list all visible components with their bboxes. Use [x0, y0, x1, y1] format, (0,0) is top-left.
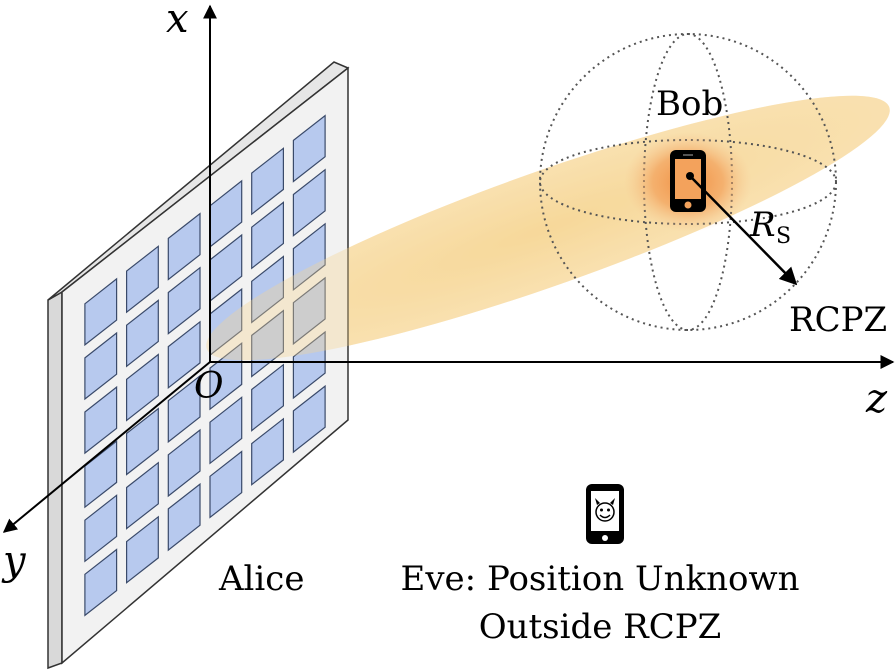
antenna-element — [209, 341, 243, 411]
bob-center-dot — [686, 172, 694, 180]
antenna-element — [167, 428, 201, 498]
antenna-element — [167, 374, 201, 444]
antenna-element — [125, 461, 159, 530]
antenna-element — [125, 299, 159, 368]
bob-label: Bob — [656, 84, 723, 124]
antenna-element — [292, 168, 326, 237]
antenna-element — [251, 147, 284, 216]
antenna-element — [251, 363, 284, 432]
antenna-element — [167, 212, 201, 281]
alice-label: Alice — [218, 559, 304, 599]
antenna-element — [167, 320, 201, 390]
panel-edge — [47, 290, 63, 670]
antenna-element — [125, 353, 159, 422]
antenna-element — [292, 384, 326, 454]
antenna-element — [84, 331, 118, 401]
antenna-element — [251, 417, 284, 486]
antenna-element — [167, 266, 201, 335]
y-axis-label: y — [1, 538, 27, 584]
antenna-element — [251, 201, 284, 270]
eve-label-line2: Outside RCPZ — [479, 607, 722, 647]
antenna-element — [125, 245, 159, 314]
antenna-element — [84, 548, 118, 617]
smartphone-devil-icon — [586, 484, 624, 544]
antenna-element — [292, 330, 326, 400]
antenna-element — [84, 494, 118, 563]
z-axis-label: z — [865, 376, 888, 422]
antenna-element — [125, 515, 159, 584]
antenna-element — [292, 222, 326, 292]
svg-text:S: S — [776, 224, 791, 249]
svg-text:R: R — [749, 205, 776, 245]
antenna-element — [84, 385, 118, 455]
antenna-element — [292, 114, 326, 183]
x-axis-label: x — [166, 0, 189, 42]
coordinate-axes — [2, 4, 895, 533]
antenna-element — [84, 277, 118, 347]
radius-arrow — [689, 175, 798, 286]
y-axis — [2, 361, 211, 533]
antenna-element — [84, 439, 118, 509]
antenna-element — [292, 276, 326, 346]
rcpz-label: RCPZ — [789, 300, 887, 340]
sphere-equator — [539, 139, 837, 225]
antenna-element — [209, 450, 243, 519]
radius-label: R S — [749, 205, 791, 249]
antenna-element — [251, 255, 284, 324]
antenna-element — [125, 407, 159, 476]
antenna-element — [209, 396, 243, 465]
antenna-element — [167, 482, 201, 552]
antenna-elements — [84, 114, 326, 617]
smartphone-icon — [670, 150, 706, 212]
origin-label: O — [194, 366, 224, 407]
eve-label-line1: Eve: Position Unknown — [401, 559, 800, 599]
